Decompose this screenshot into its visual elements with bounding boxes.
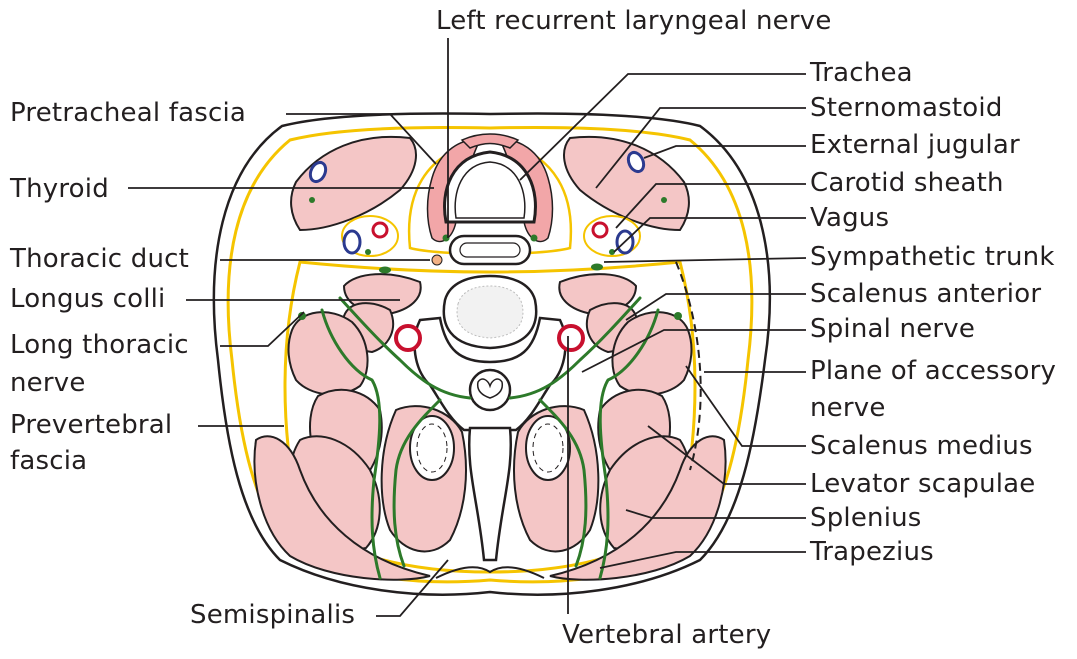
spinal-cord-grey-matter (476, 378, 504, 399)
label-levator-scapulae: Levator scapulae (810, 469, 1036, 499)
label-carotid-sheath: Carotid sheath (810, 168, 1004, 198)
vertebral-artery-left (394, 324, 422, 352)
label-spinal-nerve: Spinal nerve (810, 314, 976, 344)
lateral-mass-right-inner (532, 423, 564, 473)
label-plane-of-accessory-nerve-line2: nerve (810, 393, 886, 423)
trapezius-left (253, 435, 431, 581)
label-prevertebral-fascia-line2: fascia (10, 446, 88, 476)
label-left-recurrent-laryngeal-nerve: Left recurrent laryngeal nerve (436, 6, 832, 36)
label-vertebral-artery: Vertebral artery (562, 620, 772, 650)
vagus-left (365, 249, 371, 255)
thyroid-isthmus (460, 133, 520, 149)
spinal-nerve-left (338, 296, 472, 400)
lateral-mass-left-inner (416, 423, 448, 473)
carotid-artery-left (371, 221, 389, 239)
spinal-nerve-right (508, 296, 642, 400)
long-thoracic-nerve-right (598, 308, 660, 580)
external-jugular-left (308, 160, 328, 184)
label-scalenus-medius: Scalenus medius (810, 431, 1033, 461)
spinal-nerve-dot-left (298, 312, 306, 320)
leader-vagus (613, 217, 806, 253)
nerve-tracts (320, 296, 660, 580)
vagus-right (609, 249, 615, 255)
label-thoracic-duct: Thoracic duct (10, 244, 190, 274)
leader-long-thoracic-nerve (220, 311, 305, 347)
oesophagus-lumen (459, 242, 521, 258)
sternomastoid-left (290, 135, 417, 232)
label-external-jugular: External jugular (810, 130, 1020, 160)
spinous-process (467, 426, 513, 562)
label-scalenus-anterior: Scalenus anterior (810, 279, 1042, 309)
label-trapezius: Trapezius (810, 537, 934, 567)
sternomastoid-right (563, 135, 690, 232)
label-splenius: Splenius (810, 503, 922, 533)
label-vagus: Vagus (810, 203, 890, 233)
leader-splenius (625, 509, 806, 519)
leader-sternomastoid (595, 107, 806, 189)
label-long-thoracic-nerve-line2: nerve (10, 368, 86, 398)
trachea-lumen (454, 161, 526, 219)
trapezius-right (549, 435, 727, 581)
nerve-dot-left-2 (309, 197, 315, 203)
spinal-nerve-dot-right (674, 312, 682, 320)
label-semispinalis: Semispinalis (190, 600, 356, 630)
label-sympathetic-trunk: Sympathetic trunk (810, 242, 1055, 272)
label-prevertebral-fascia-line1: Prevertebral (10, 410, 173, 440)
sympathetic-trunk-right (591, 263, 603, 271)
leader-external-jugular (643, 145, 806, 159)
label-pretracheal-fascia: Pretracheal fascia (10, 98, 247, 128)
vertebral-body-cancellous (456, 285, 524, 339)
leader-sympathetic-trunk (603, 257, 807, 263)
thoracic-duct (431, 254, 443, 266)
label-thyroid: Thyroid (10, 174, 109, 204)
leader-scalenus-medius (685, 365, 806, 447)
leader-semispinalis (376, 559, 449, 617)
external-jugular-right (626, 150, 646, 174)
long-thoracic-nerve-left (320, 308, 382, 580)
leader-carotid-sheath (615, 183, 806, 229)
leader-trapezius (599, 551, 806, 569)
ligamentum-nuchae (435, 566, 545, 579)
vertebral-artery-right (557, 324, 585, 352)
leader-trachea (519, 73, 806, 181)
carotid-artery-right (591, 221, 609, 239)
leader-lines (128, 38, 807, 617)
leader-pretracheal-fascia (286, 113, 437, 165)
recurrent-laryngeal-nerve-right (530, 234, 538, 242)
label-trachea: Trachea (810, 58, 913, 88)
label-long-thoracic-nerve-line1: Long thoracic (10, 330, 189, 360)
leader-levator-scapulae (647, 425, 806, 485)
internal-jugular-left (342, 229, 362, 255)
dorsal-ramus-left (392, 398, 442, 568)
leader-scalenus-anterior (625, 293, 806, 321)
nerve-dot-right-2 (661, 197, 667, 203)
scalenus-medius-left (287, 311, 369, 396)
sympathetic-trunk-left (379, 266, 391, 274)
label-plane-of-accessory-nerve-line1: Plane of accessory (810, 356, 1057, 386)
label-sternomastoid: Sternomastoid (810, 93, 1003, 123)
investing-fascia (226, 126, 754, 584)
accessory-nerve-plane (675, 261, 702, 471)
label-longus-colli: Longus colli (10, 284, 166, 314)
dorsal-ramus-right (538, 398, 588, 568)
leader-spinal-nerve (581, 329, 806, 373)
spinal-cord (468, 368, 512, 412)
